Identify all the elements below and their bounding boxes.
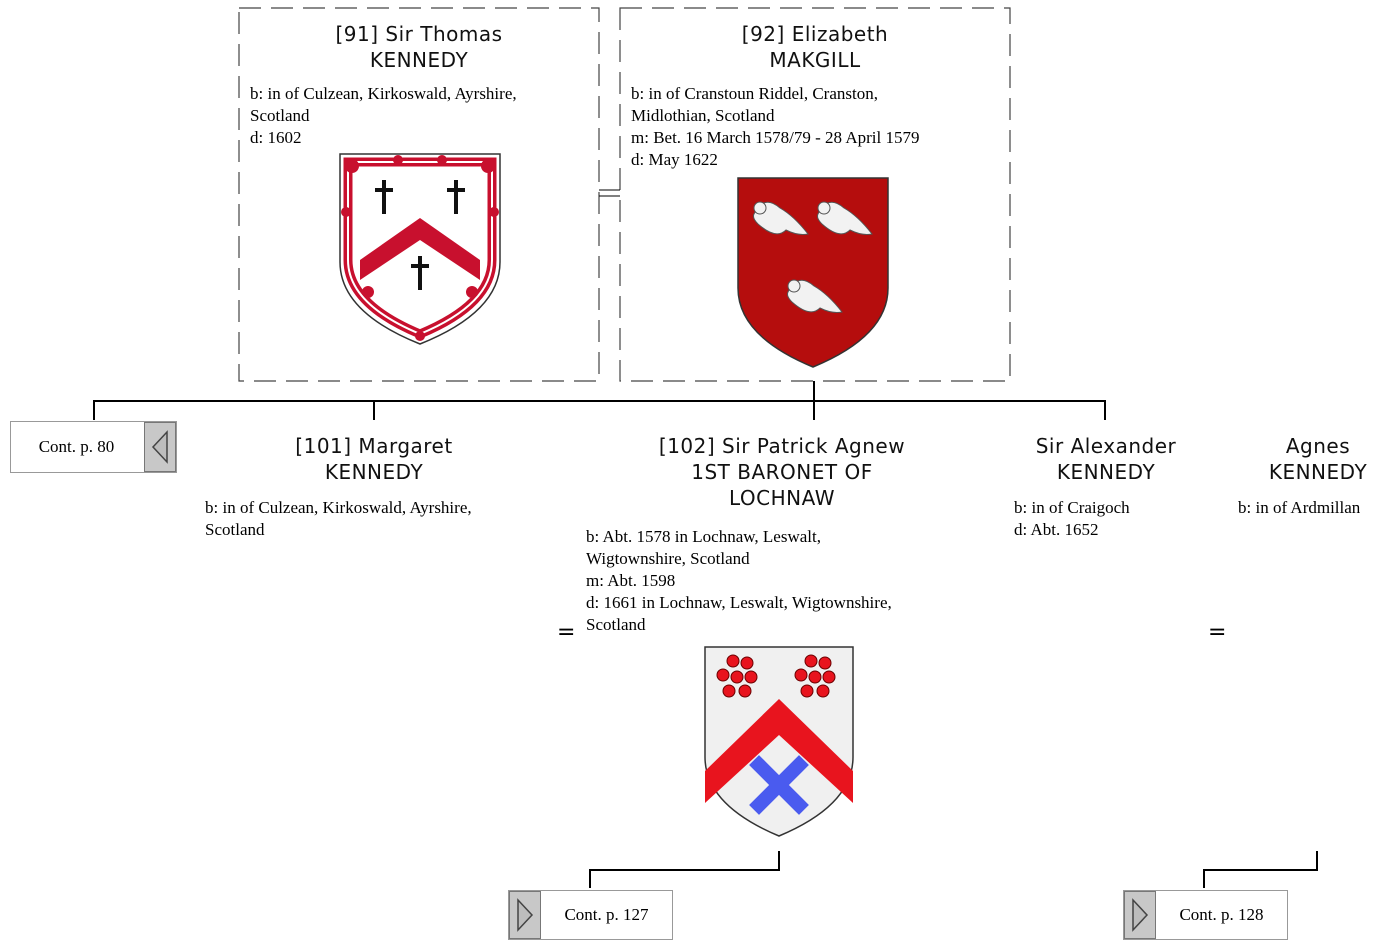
agnew-coat-of-arms — [704, 646, 854, 837]
mother-birth-place: Midlothian, Scotland — [631, 106, 775, 125]
father-birth-place: Scotland — [250, 106, 310, 125]
child-margaret-surname: KENNEDY — [324, 460, 424, 484]
mother-birth: b: in of Cranstoun Riddel, Cranston, — [631, 84, 878, 103]
father-birth: b: in of Culzean, Kirkoswald, Ayrshire, — [250, 84, 517, 103]
child-patrick-death-place: Scotland — [586, 615, 646, 634]
child-patrick-marriage: m: Abt. 1598 — [586, 571, 676, 590]
child-agnes-name: Agnes KENNEDY — [1238, 433, 1398, 485]
child-alexander-facts: b: in of Craigoch d: Abt. 1652 — [1014, 497, 1130, 541]
child-agnes-surname: KENNEDY — [1268, 460, 1368, 484]
mother-given-name: [92] Elizabeth — [741, 22, 889, 46]
child-patrick-death: d: 1661 in Lochnaw, Leswalt, Wigtownshir… — [586, 593, 892, 612]
father-surname: KENNEDY — [369, 48, 469, 72]
child-margaret-birth: b: in of Culzean, Kirkoswald, Ayrshire, — [205, 498, 472, 517]
child-patrick-facts: b: Abt. 1578 in Lochnaw, Leswalt, Wigtow… — [586, 526, 892, 636]
dove-icon — [817, 201, 873, 235]
kennedy-coat-of-arms — [339, 153, 501, 345]
saltire-icon — [749, 755, 809, 815]
child-patrick-birth-place: Wigtownshire, Scotland — [586, 549, 750, 568]
child-margaret-given: [101] Margaret — [295, 434, 453, 458]
child-agnes-facts: b: in of Ardmillan — [1238, 497, 1398, 519]
cont-page-127-button[interactable]: Cont. p. 127 — [508, 890, 673, 940]
mother-name: [92] Elizabeth MAKGILL — [620, 21, 1010, 73]
dove-icon — [753, 201, 809, 235]
mother-marriage: m: Bet. 16 March 1578/79 - 28 April 1579 — [631, 128, 920, 147]
child-alexander-death: d: Abt. 1652 — [1014, 520, 1099, 539]
child-margaret-facts: b: in of Culzean, Kirkoswald, Ayrshire, … — [205, 497, 472, 541]
child-margaret-birth-place: Scotland — [205, 520, 265, 539]
makgill-coat-of-arms — [737, 177, 889, 368]
arrow-left-icon[interactable] — [144, 422, 176, 472]
child-margaret-name: [101] Margaret KENNEDY — [205, 433, 543, 485]
child-alexander-name: Sir Alexander KENNEDY — [1008, 433, 1204, 485]
cont-page-127-label: Cont. p. 127 — [564, 905, 649, 924]
father-facts: b: in of Culzean, Kirkoswald, Ayrshire, … — [250, 83, 517, 149]
father-name: [91] Sir Thomas KENNEDY — [239, 21, 599, 73]
father-given-name: [91] Sir Thomas — [335, 22, 503, 46]
child-alexander-given: Sir Alexander — [1035, 434, 1177, 458]
child-patrick-title-place: LOCHNAW — [729, 486, 835, 510]
child-patrick-birth: b: Abt. 1578 in Lochnaw, Leswalt, — [586, 527, 821, 546]
child-agnes-given: Agnes — [1285, 434, 1351, 458]
cont-page-80-label: Cont. p. 80 — [38, 437, 115, 456]
cont-page-80-button[interactable]: Cont. p. 80 — [10, 421, 177, 473]
marriage-symbol-agnes: = — [1208, 620, 1227, 645]
child-alexander-birth: b: in of Craigoch — [1014, 498, 1130, 517]
child-patrick-title: 1ST BARONET OF — [691, 460, 873, 484]
cont-page-128-label: Cont. p. 128 — [1179, 905, 1264, 924]
father-death: d: 1602 — [250, 128, 302, 147]
mother-surname: MAKGILL — [769, 48, 861, 72]
cont-page-128-button[interactable]: Cont. p. 128 — [1123, 890, 1288, 940]
child-patrick-name: [102] Sir Patrick Agnew 1ST BARONET OF L… — [585, 433, 979, 511]
arrow-right-icon[interactable] — [1124, 891, 1156, 939]
mother-box-border — [619, 7, 1011, 382]
dove-icon — [787, 279, 843, 313]
marriage-symbol-patrick: = — [557, 620, 576, 645]
mother-facts: b: in of Cranstoun Riddel, Cranston, Mid… — [631, 83, 920, 171]
mother-death: d: May 1622 — [631, 150, 718, 169]
child-patrick-given: [102] Sir Patrick Agnew — [658, 434, 906, 458]
father-box-border — [238, 7, 600, 382]
arrow-right-icon[interactable] — [509, 891, 541, 939]
child-agnes-birth: b: in of Ardmillan — [1238, 498, 1361, 517]
child-alexander-surname: KENNEDY — [1056, 460, 1156, 484]
